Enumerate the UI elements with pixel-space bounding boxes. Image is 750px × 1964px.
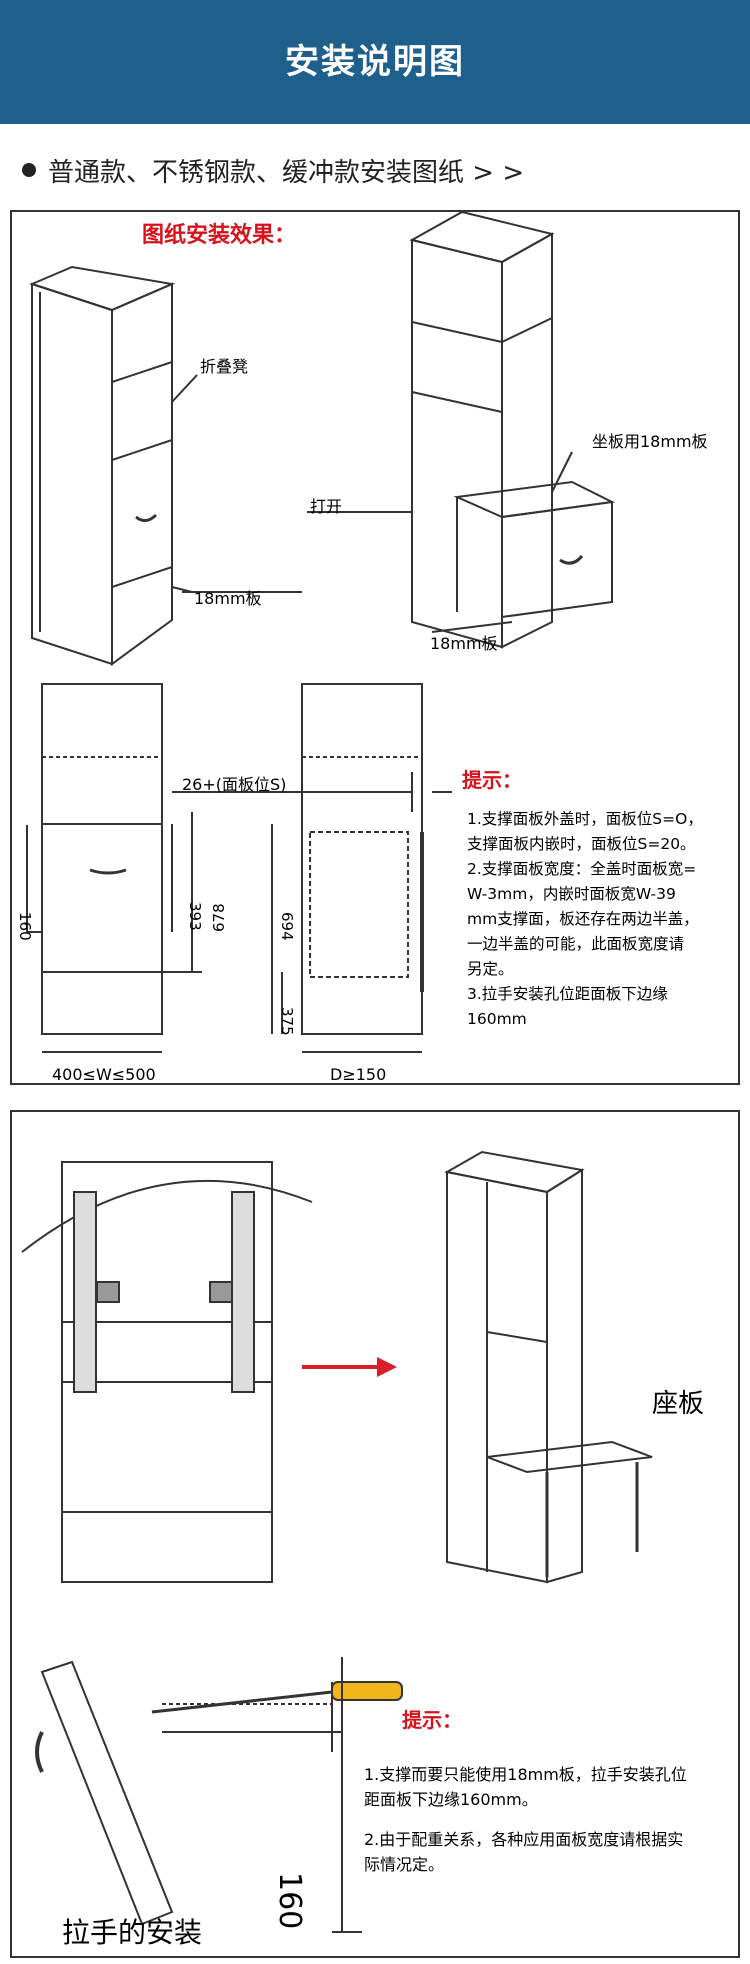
tip-line: 际情况定。 — [364, 1855, 444, 1874]
tip-title-2: 提示： — [402, 1708, 462, 1732]
cabinet-closeup — [61, 1161, 273, 1583]
seat-plank — [486, 1440, 653, 1474]
subheading-text: 普通款、不锈钢款、缓冲款安装图纸 > > — [48, 157, 525, 188]
left-cabinet-top — [29, 265, 176, 312]
tip-line: 支撑面板内嵌时，面板位S=20。 — [467, 835, 696, 853]
header-banner: 安装说明图 — [0, 0, 750, 124]
front-elevation — [41, 683, 163, 1035]
hardware-install-panel: 座板 提示： 1.支撑而要只能使用18mm板，拉手安装孔位 距面板下边缘160m… — [10, 1110, 740, 1958]
left-cabinet-front — [111, 282, 173, 666]
magnify-arc — [21, 1179, 313, 1253]
support-bracket-left — [73, 1191, 97, 1393]
dim-offset: 26+(面板位S) — [182, 775, 286, 794]
tip-line: 1.支撑而要只能使用18mm板，拉手安装孔位 — [364, 1765, 687, 1784]
right-cabinet-top — [409, 210, 555, 264]
bullet-icon — [22, 163, 36, 177]
tips-list-2: 1.支撑而要只能使用18mm板，拉手安装孔位 距面板下边缘160mm。 2.由于… — [364, 1765, 687, 1874]
installation-diagram-1: 图纸安装效果： 折叠凳 18mm板 打开 坐板用18mm板 18mm板 26+(… — [16, 210, 708, 1084]
tip-line: 距面板下边缘160mm。 — [364, 1790, 538, 1809]
left-cabinet-side — [31, 282, 113, 666]
dim-694: 694 — [278, 912, 296, 941]
tip-line: mm支撑面，板还存在两边半盖， — [467, 910, 699, 928]
label-seat-board: 坐板用18mm板 — [592, 432, 708, 451]
next-step-arrow — [302, 1357, 397, 1377]
tip-line: 一边半盖的可能，此面板宽度请 — [467, 935, 684, 953]
tip-line: 160mm — [467, 1010, 527, 1028]
screwdriver-shaft — [151, 1690, 333, 1714]
support-bracket-right — [231, 1191, 255, 1393]
dim-160-b: 160 — [272, 1872, 307, 1929]
page-title: 安装说明图 — [285, 42, 465, 82]
side-elevation — [301, 683, 423, 1035]
drawing-heading: 图纸安装效果： — [142, 222, 296, 248]
tip-line: 另定。 — [467, 960, 514, 978]
dim-375: 375 — [278, 1007, 296, 1036]
tip-line: 2.由于配重关系，各种应用面板宽度请根据实 — [364, 1830, 683, 1849]
tip-line: 1.支撑面板外盖时，面板位S=O， — [467, 810, 703, 828]
label-board18: 18mm板 — [194, 589, 262, 608]
tip-line: W-3mm，内嵌时面板宽W-39 — [467, 885, 676, 903]
tip-title-1: 提示： — [462, 768, 522, 792]
door-panel — [40, 1660, 174, 1926]
dim-678: 678 — [210, 903, 228, 932]
dim-depth: D≥150 — [330, 1065, 386, 1084]
label-board18-b: 18mm板 — [430, 634, 498, 653]
installation-diagram-2: 座板 提示： 1.支撑而要只能使用18mm板，拉手安装孔位 距面板下边缘160m… — [21, 1150, 704, 1949]
handle-install-label: 拉手的安装 — [62, 1916, 202, 1949]
tip-line: 2.支撑面板宽度：全盖时面板宽= — [467, 860, 696, 878]
tips-list-1: 1.支撑面板外盖时，面板位S=O， 支撑面板内嵌时，面板位S=20。 2.支撑面… — [467, 810, 703, 1028]
dim-width-range: 400≤W≤500 — [52, 1065, 156, 1084]
dim-160: 160 — [16, 912, 34, 941]
section-subheading: 普通款、不锈钢款、缓冲款安装图纸 > > — [22, 150, 524, 190]
label-open: 打开 — [310, 497, 342, 516]
label-seat: 座板 — [652, 1389, 704, 1419]
tip-line: 3.拉手安装孔位距面板下边缘 — [467, 985, 668, 1003]
stool-front — [501, 500, 613, 619]
installation-drawing-panel: 图纸安装效果： 折叠凳 18mm板 打开 坐板用18mm板 18mm板 26+(… — [10, 210, 740, 1085]
dim-393: 393 — [186, 902, 204, 931]
label-stool: 折叠凳 — [200, 357, 248, 376]
